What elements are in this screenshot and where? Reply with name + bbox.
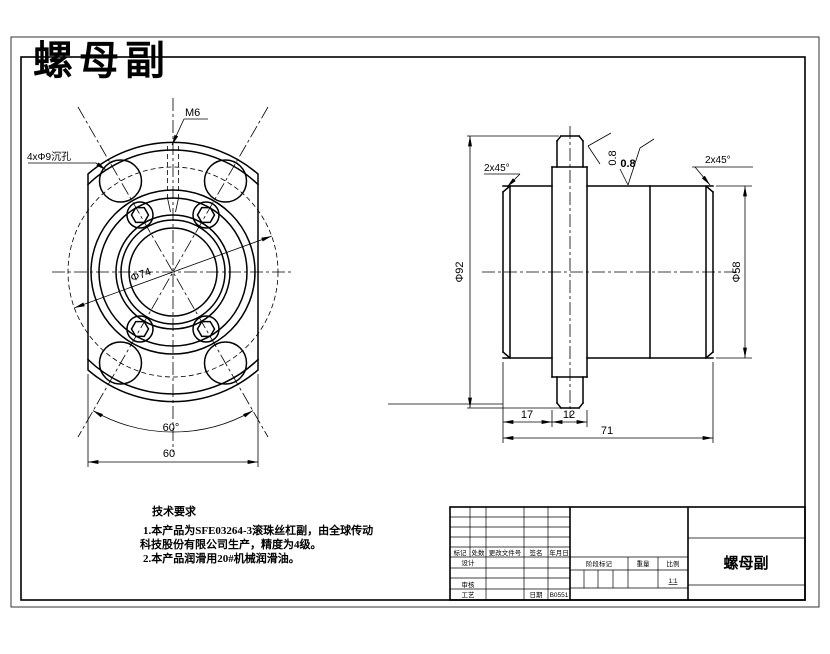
rev-count-label: 处数 bbox=[472, 548, 486, 557]
notes-line3: 2.本产品润滑用20#机械润滑油。 bbox=[143, 551, 300, 565]
mounting-holes bbox=[98, 159, 248, 385]
notes-line2: 科技股份有限公司生产，精度为4级。 bbox=[140, 537, 322, 551]
doc-no-value: B0551 bbox=[550, 592, 569, 599]
scale-label: 比例 bbox=[667, 559, 680, 568]
thread-callout-label: M6 bbox=[185, 107, 200, 119]
notes-line1: 1.本产品为SFE03264-3滚珠丝杠副，由全球传动 bbox=[143, 523, 373, 537]
front-view: M6 4xΦ9沉孔 Φ74 60° 60 bbox=[27, 98, 294, 467]
flange-width-label: 60 bbox=[163, 448, 175, 460]
flange-outline bbox=[86, 141, 260, 403]
ball-return-caps bbox=[126, 201, 220, 343]
part-name-cell: 螺母副 bbox=[688, 537, 805, 586]
stage-weight-scale: 阶段标记 重量 比例 1:1 bbox=[570, 507, 689, 600]
flange-profile bbox=[551, 134, 588, 410]
title-block: 标记 处数 更改文件号 签名 年月日 设计 审核 工艺 日期 B0551 bbox=[449, 506, 806, 601]
revision-table: 标记 处数 更改文件号 签名 年月日 bbox=[450, 507, 571, 600]
chamfer-left-label: 2x45° bbox=[484, 163, 510, 174]
roughness-chamfer-label: 0.8 bbox=[607, 150, 619, 165]
flange-dia-label: Φ92 bbox=[454, 261, 466, 282]
rev-doc-label: 更改文件号 bbox=[489, 548, 522, 557]
notes-title: 技术要求 bbox=[152, 504, 197, 518]
drawing-frame bbox=[10, 36, 820, 608]
rev-date-label: 年月日 bbox=[549, 548, 569, 557]
hole-callout-label: 4xΦ9沉孔 bbox=[27, 150, 71, 163]
audit-label: 审核 bbox=[462, 580, 476, 589]
tech-notes: 技术要求 1.本产品为SFE03264-3滚珠丝杠副，由全球传动 科技股份有限公… bbox=[140, 504, 373, 565]
date-label: 日期 bbox=[530, 591, 544, 599]
hole-angle-label: 60° bbox=[163, 422, 180, 434]
len-total-label: 71 bbox=[601, 425, 613, 437]
bolt-circle bbox=[67, 166, 279, 378]
scale-value: 1:1 bbox=[668, 578, 677, 585]
front-dimensions: M6 4xΦ9沉孔 Φ74 60° 60 bbox=[27, 107, 272, 467]
rev-mark-label: 标记 bbox=[454, 548, 468, 557]
part-name: 螺母副 bbox=[723, 554, 768, 572]
drawing-title: 螺母副 bbox=[33, 38, 171, 83]
nut-body-profile bbox=[501, 184, 715, 360]
side-dimensions: 2x45° 2x45° Φ92 Φ58 17 12 bbox=[388, 135, 753, 443]
design-label: 设计 bbox=[462, 558, 476, 567]
roughness-face-label: 0.8 bbox=[620, 158, 635, 170]
m6-hole bbox=[167, 146, 179, 213]
stage-label: 阶段标记 bbox=[586, 559, 613, 568]
roughness-face-symbol: 0.8 bbox=[619, 138, 655, 186]
signature-rows: 设计 审核 工艺 日期 B0551 bbox=[450, 558, 570, 599]
process-label: 工艺 bbox=[462, 591, 476, 599]
weight-label: 重量 bbox=[637, 560, 651, 568]
side-centerlines bbox=[482, 126, 738, 418]
len-flange-label: 12 bbox=[563, 409, 575, 421]
len-front-label: 17 bbox=[521, 409, 533, 421]
roughness-chamfer-symbol: 0.8 bbox=[587, 132, 619, 166]
rev-sign-label: 签名 bbox=[530, 548, 543, 557]
body-dia-label: Φ58 bbox=[731, 261, 743, 282]
chamfer-right-label: 2x45° bbox=[705, 155, 731, 166]
bolt-circle-dia-label: Φ74 bbox=[129, 266, 153, 284]
side-view: 0.8 0.8 2x45° 2x45° Φ92 Φ5 bbox=[388, 126, 753, 443]
